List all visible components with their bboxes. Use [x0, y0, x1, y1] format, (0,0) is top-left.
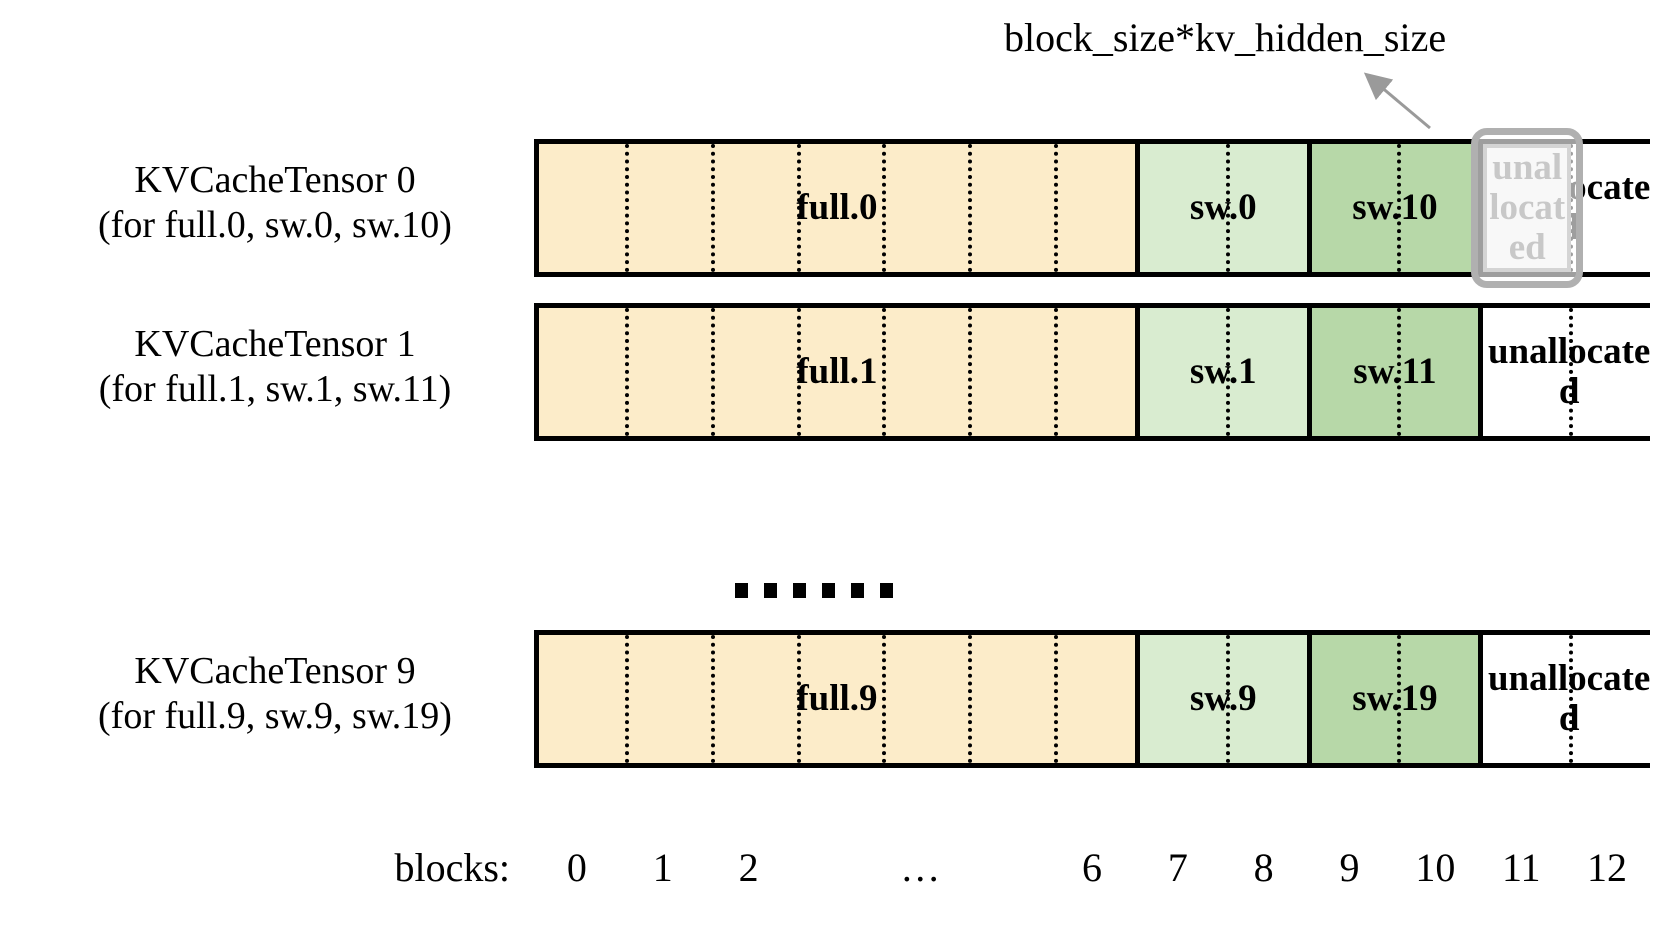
block-divider-dotted [1054, 308, 1059, 436]
ellipsis-dot [764, 583, 777, 598]
block-index-tick: 1 [652, 845, 673, 890]
tensor-row-label-line2: (for full.0, sw.0, sw.10) [98, 203, 452, 246]
ellipsis-dot [822, 583, 835, 598]
block-index-tick: 6 [1081, 845, 1102, 890]
block-index-tick: 0 [566, 845, 587, 890]
block-divider-dotted [882, 308, 887, 436]
tensor-cell-unalloc[interactable]: unallocated [1483, 635, 1655, 763]
tensor-cell-full[interactable]: full.9 [539, 635, 1140, 763]
block-index-tick: … [900, 845, 941, 890]
block-divider-dotted [624, 635, 629, 763]
block-divider-dotted [1397, 635, 1402, 763]
block-divider-dotted [1225, 144, 1230, 272]
block-divider-dotted [1569, 308, 1574, 436]
block-index-tick: 8 [1253, 845, 1274, 890]
axis-title-blocks: blocks: [394, 845, 510, 890]
block-divider-dotted [1397, 144, 1402, 272]
block-divider-dotted [710, 308, 715, 436]
ellipsis-dot [851, 583, 864, 598]
ellipsis-dot [735, 583, 748, 598]
tensor-row-label-line2: (for full.1, sw.1, sw.11) [98, 367, 452, 410]
tensor-row-label: KVCacheTensor 0(for full.0, sw.0, sw.10) [40, 158, 510, 248]
tensor-row-label-line2: (for full.9, sw.9, sw.19) [98, 694, 452, 737]
block-divider-dotted [796, 308, 801, 436]
tensor-row-label: KVCacheTensor 9(for full.9, sw.9, sw.19) [40, 649, 510, 739]
tensor-cell-sw2[interactable]: sw.11 [1311, 308, 1484, 436]
tensor-cell-label: unallocated [1487, 331, 1651, 412]
tensor-cell-label: sw.11 [1353, 351, 1437, 393]
tensor-cell-label: unallocated [1487, 658, 1651, 739]
kv-cache-tensor-bar[interactable]: full.1 sw.1 sw.11 unallocated [534, 303, 1655, 441]
block-divider-dotted [710, 635, 715, 763]
block-divider-dotted [1397, 308, 1402, 436]
block-index-tick: 11 [1501, 845, 1541, 890]
block-divider-dotted [796, 635, 801, 763]
block-divider-dotted [968, 635, 973, 763]
tensor-cell-label: sw.10 [1352, 187, 1438, 229]
ellipsis-dot [880, 583, 893, 598]
block-divider-dotted [710, 144, 715, 272]
tensor-cell-label: full.0 [796, 187, 878, 229]
block-divider-dotted [968, 144, 973, 272]
block-divider-dotted [796, 144, 801, 272]
tensor-cell-label: full.1 [796, 351, 878, 393]
tensor-cell-sw[interactable]: sw.1 [1139, 308, 1312, 436]
tensor-row-label: KVCacheTensor 1(for full.1, sw.1, sw.11) [40, 322, 510, 412]
tensor-row-label-line1: KVCacheTensor 1 [134, 323, 416, 365]
kv-cache-tensor-bar[interactable]: full.9 sw.9 sw.19 unallocated [534, 630, 1655, 768]
block-divider-dotted [882, 144, 887, 272]
block-index-tick: 7 [1167, 845, 1188, 890]
block-divider-dotted [1054, 144, 1059, 272]
tensor-row-label-line1: KVCacheTensor 0 [134, 159, 416, 201]
tensor-cell-sw[interactable]: sw.0 [1139, 144, 1312, 272]
tensor-cell-unalloc[interactable]: unallocated [1483, 308, 1655, 436]
block-index-tick: 10 [1415, 845, 1456, 890]
annotation-block-size-label: block_size*kv_hidden_size [1004, 15, 1447, 60]
block-divider-dotted [1054, 635, 1059, 763]
tensor-cell-full[interactable]: full.0 [539, 144, 1140, 272]
tensor-cell-label: sw.9 [1189, 678, 1257, 720]
ellipsis-dot [793, 583, 806, 598]
block-divider-dotted [1225, 308, 1230, 436]
tensor-cell-label: sw.1 [1189, 351, 1257, 393]
tensor-cell-label: sw.0 [1189, 187, 1257, 229]
tensor-row-label-line1: KVCacheTensor 9 [134, 650, 416, 692]
tensor-cell-sw2[interactable]: sw.19 [1311, 635, 1484, 763]
highlighted-block-cell[interactable]: unallocated [1483, 144, 1572, 272]
vertical-ellipsis [735, 583, 893, 598]
block-divider-dotted [624, 308, 629, 436]
tensor-cell-full[interactable]: full.1 [539, 308, 1140, 436]
block-index-tick: 9 [1339, 845, 1360, 890]
block-divider-dotted [624, 144, 629, 272]
block-index-tick: 2 [738, 845, 759, 890]
tensor-cell-sw2[interactable]: sw.10 [1311, 144, 1484, 272]
block-divider-dotted [968, 308, 973, 436]
tensor-cell-label: sw.19 [1352, 678, 1438, 720]
kv-cache-tensor-bar[interactable]: full.0 sw.0 sw.10 unallocated [534, 139, 1655, 277]
block-divider-dotted [1225, 635, 1230, 763]
tensor-cell-label: full.9 [796, 678, 878, 720]
block-index-tick: 12 [1587, 845, 1628, 890]
tensor-cell-sw[interactable]: sw.9 [1139, 635, 1312, 763]
highlighted-block-label: unallocated [1489, 147, 1566, 268]
block-divider-dotted [1569, 635, 1574, 763]
block-divider-dotted [882, 635, 887, 763]
